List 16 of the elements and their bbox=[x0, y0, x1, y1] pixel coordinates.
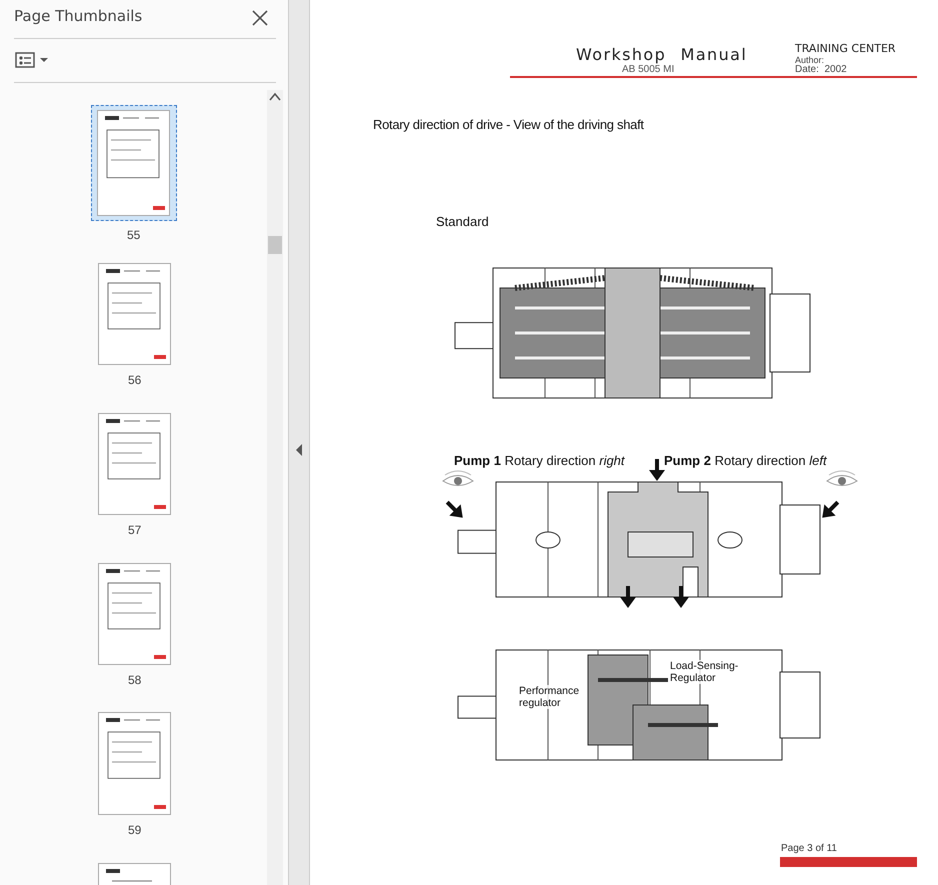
header-author: Author: bbox=[795, 55, 824, 65]
figure-caption: Pump 1 Rotary direction right bbox=[454, 454, 625, 469]
figure-caption: Pump 2 Rotary direction left bbox=[664, 454, 827, 469]
header-date: Date: 2002 bbox=[795, 64, 847, 76]
header-title: Workshop Manual bbox=[576, 46, 748, 64]
panel-title: Page Thumbnails bbox=[14, 8, 142, 26]
document-number: AB 5005 MI bbox=[622, 64, 674, 76]
page-footer-number: Page 3 of 11 bbox=[781, 843, 837, 854]
section-heading: Rotary direction of drive - View of the driving shaft bbox=[373, 118, 644, 133]
page-number: 55 bbox=[127, 229, 140, 243]
page-number: 57 bbox=[128, 524, 142, 538]
page-number: 56 bbox=[128, 374, 142, 388]
page-number: 59 bbox=[128, 824, 142, 838]
header-department: TRAINING CENTER bbox=[795, 43, 896, 56]
page-number: 58 bbox=[128, 674, 142, 688]
figure-caption: Standard bbox=[436, 215, 489, 230]
